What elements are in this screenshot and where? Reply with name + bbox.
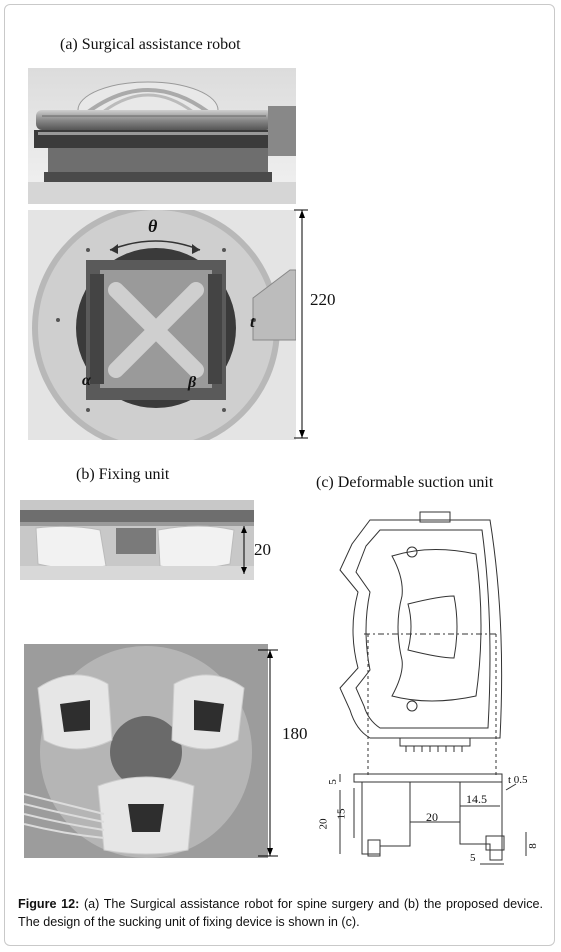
dim-5-top: 5 <box>326 779 339 785</box>
label-b: (b) Fixing unit <box>76 466 170 483</box>
figure-caption: Figure 12: (a) The Surgical assistance r… <box>18 895 543 931</box>
robot-side-photo <box>28 68 296 204</box>
alpha-symbol: α <box>82 372 91 389</box>
caption-label: Figure 12: <box>18 897 80 911</box>
dimension-220: 220 <box>310 290 336 309</box>
dim-t0-5: t 0.5 <box>508 774 528 786</box>
suction-unit-drawing <box>339 511 527 865</box>
t-symbol: t <box>250 314 255 331</box>
fixing-side-photo <box>20 500 254 580</box>
dim-20-mid: 20 <box>426 810 438 824</box>
dimension-20-line <box>241 526 247 574</box>
theta-symbol: θ <box>148 216 158 236</box>
caption-text: (a) The Surgical assistance robot for sp… <box>18 897 544 929</box>
dimension-180: 180 <box>282 724 308 743</box>
dimension-20: 20 <box>254 540 271 559</box>
dim-15: 15 <box>335 808 348 820</box>
label-c: (c) Deformable suction unit <box>316 474 494 491</box>
label-a: (a) Surgical assistance robot <box>60 36 241 53</box>
dim-20-left: 20 <box>317 818 330 830</box>
robot-top-photo: θ t α β <box>28 210 296 440</box>
figure-frame <box>4 4 555 946</box>
beta-symbol: β <box>188 374 197 391</box>
fixing-top-photo <box>24 644 268 858</box>
dim-14-5: 14.5 <box>466 792 487 806</box>
dimension-220-line <box>294 209 308 439</box>
dimension-180-line <box>258 649 278 857</box>
dim-5-bottom: 5 <box>470 852 476 864</box>
dim-8: 8 <box>526 843 539 849</box>
